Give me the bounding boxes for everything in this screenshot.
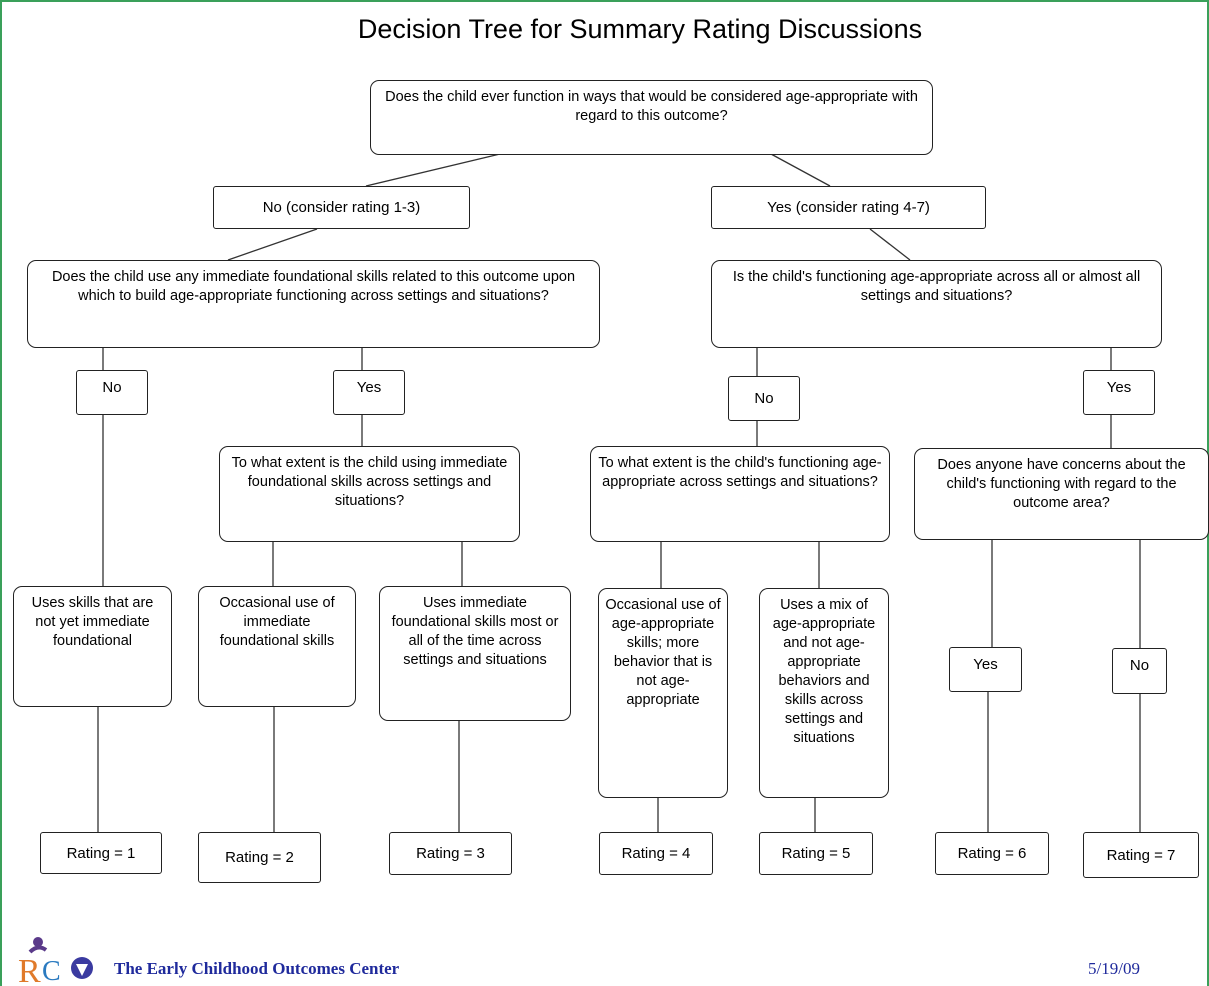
connector (365, 153, 501, 187)
node-yes-right: Yes (1083, 370, 1155, 415)
rating-box-7: Rating = 7 (1083, 832, 1199, 878)
node-no-left: No (76, 370, 148, 415)
node-foundational-skills-question: Does the child use any immediate foundat… (27, 260, 600, 348)
footer-date: 5/19/09 (1088, 959, 1140, 978)
node-no-concern: No (1112, 648, 1167, 694)
node-extent-age-appropriate-question: To what extent is the child's functionin… (590, 446, 890, 542)
page-title: Decision Tree for Summary Rating Discuss… (357, 14, 923, 44)
node-no-consider-1-3: No (consider rating 1-3) (213, 186, 470, 229)
connector (869, 228, 911, 261)
node-description-rating-5: Uses a mix of age-appropriate and not ag… (759, 588, 889, 798)
node-description-rating-3: Uses immediate foundational skills most … (379, 586, 571, 721)
node-description-rating-4: Occasional use of age-appropriate skills… (598, 588, 728, 798)
node-description-rating-2: Occasional use of immediate foundational… (198, 586, 356, 707)
node-yes-left: Yes (333, 370, 405, 415)
node-yes-concern: Yes (949, 647, 1022, 692)
connector (770, 153, 831, 187)
rating-box-1: Rating = 1 (40, 832, 162, 874)
node-description-rating-1: Uses skills that are not yet immediate f… (13, 586, 172, 707)
svg-text:C: C (42, 956, 61, 984)
connector (227, 228, 318, 261)
rating-box-5: Rating = 5 (759, 832, 873, 875)
node-all-settings-question: Is the child's functioning age-appropria… (711, 260, 1162, 348)
rating-box-2: Rating = 2 (198, 832, 321, 883)
svg-text:R: R (18, 953, 41, 984)
node-concerns-question: Does anyone have concerns about the chil… (914, 448, 1209, 540)
node-yes-consider-4-7: Yes (consider rating 4-7) (711, 186, 986, 229)
eco-center-logo: R C (18, 937, 93, 984)
node-extent-foundational-question: To what extent is the child using immedi… (219, 446, 520, 542)
rating-box-6: Rating = 6 (935, 832, 1049, 875)
footer-organization: The Early Childhood Outcomes Center (114, 959, 400, 978)
rating-box-4: Rating = 4 (599, 832, 713, 875)
node-age-appropriate-question: Does the child ever function in ways tha… (370, 80, 933, 155)
rating-box-3: Rating = 3 (389, 832, 512, 875)
node-no-right: No (728, 376, 800, 421)
